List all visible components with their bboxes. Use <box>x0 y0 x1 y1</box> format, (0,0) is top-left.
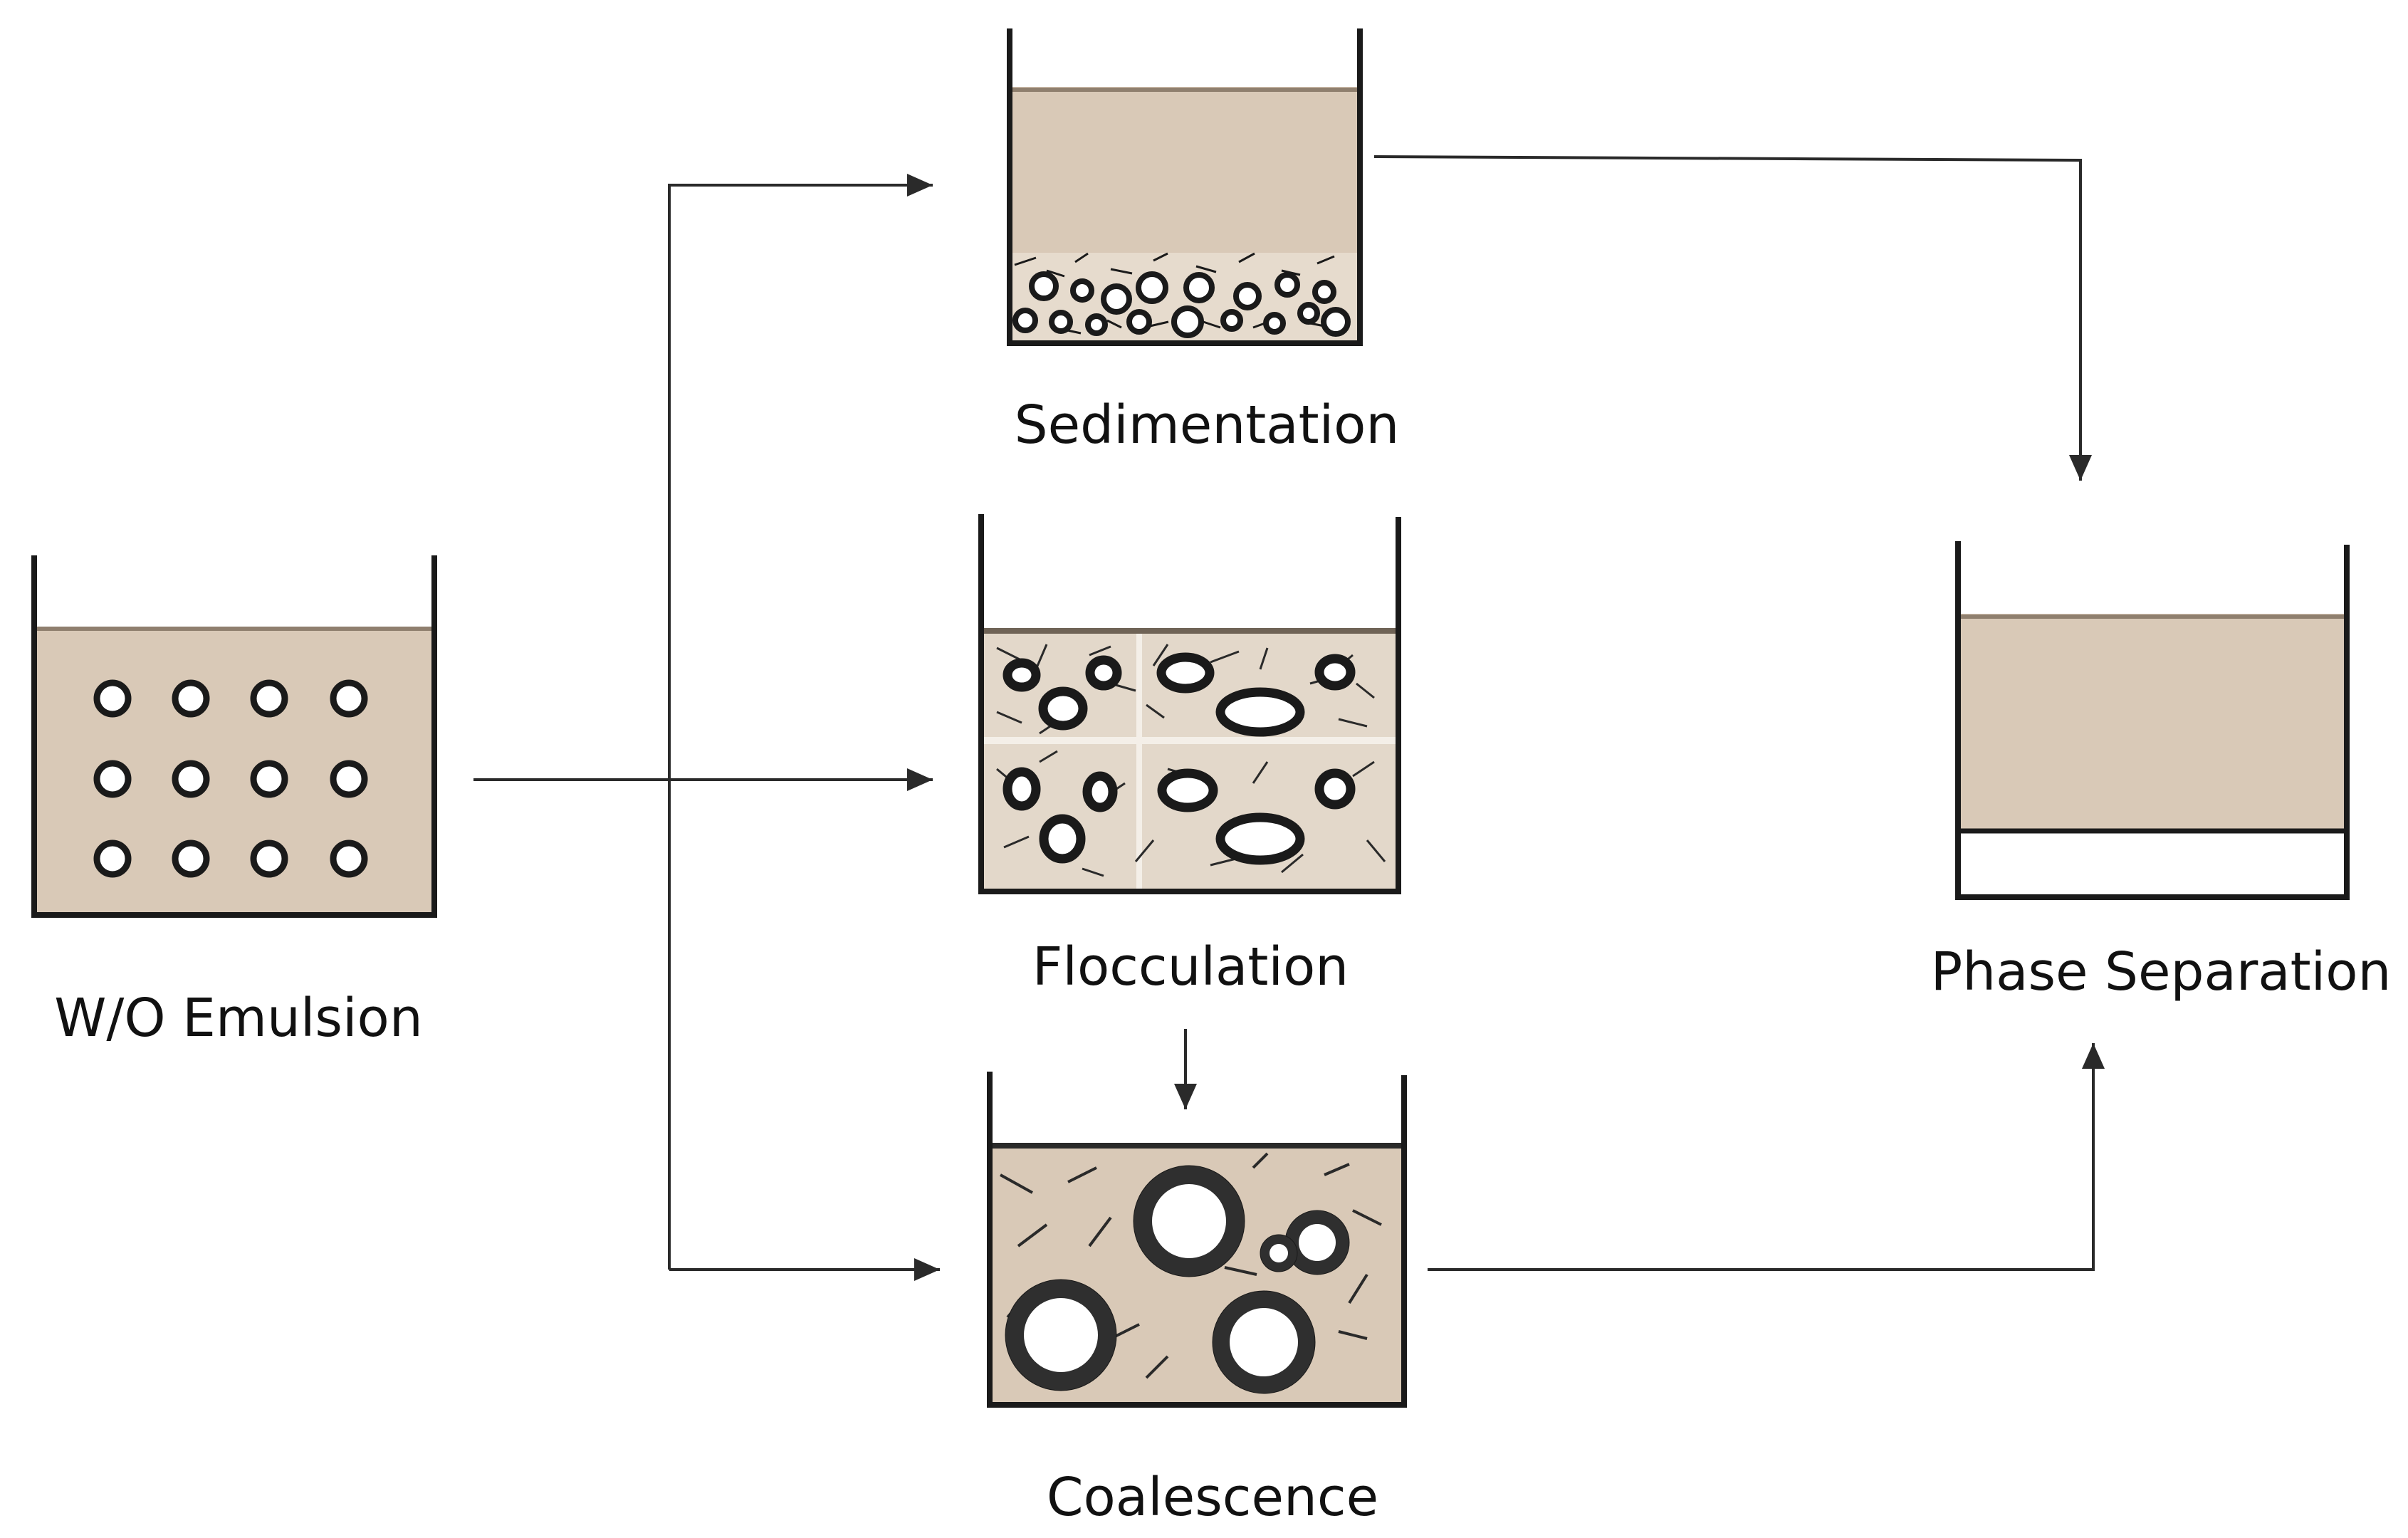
arrow-sedimentation-to-phase-separation <box>1373 155 2092 481</box>
flocs <box>1003 652 1356 865</box>
coalescence-label: Coalescence <box>1047 1467 1378 1528</box>
phase-separation-beaker <box>1955 541 2350 900</box>
emulsion-beaker <box>31 555 437 918</box>
emulsion-droplets <box>93 679 368 878</box>
flocculation-label: Flocculation <box>1032 936 1349 998</box>
sedimentation-label: Sedimentation <box>1015 394 1400 456</box>
sedimented-droplets <box>1012 271 1351 338</box>
sedimentation-beaker-outline <box>1007 28 1363 346</box>
water-phase <box>1958 831 2347 897</box>
flocculation-beaker-outline <box>978 514 1401 894</box>
arrow-to-sedimentation <box>668 174 933 1270</box>
coalesced-droplets <box>1005 1165 1350 1394</box>
flocculation-beaker <box>978 514 1401 894</box>
arrow-coalescence-to-phase-separation <box>1428 1043 2105 1271</box>
phase-separation-label: Phase Separation <box>1931 941 2392 1003</box>
emulsion-liquid <box>34 627 434 915</box>
coalescence-beaker-outline <box>987 1072 1407 1408</box>
emulsion-beaker-outline <box>31 555 437 918</box>
flow-arrows <box>473 155 2105 1281</box>
sedimentation-beaker <box>1007 28 1363 346</box>
oil-phase <box>1958 614 2347 831</box>
phase-separation-beaker-outline <box>1955 541 2350 900</box>
emulsion-label: W/O Emulsion <box>54 988 422 1049</box>
coalescence-beaker <box>987 1072 1407 1408</box>
